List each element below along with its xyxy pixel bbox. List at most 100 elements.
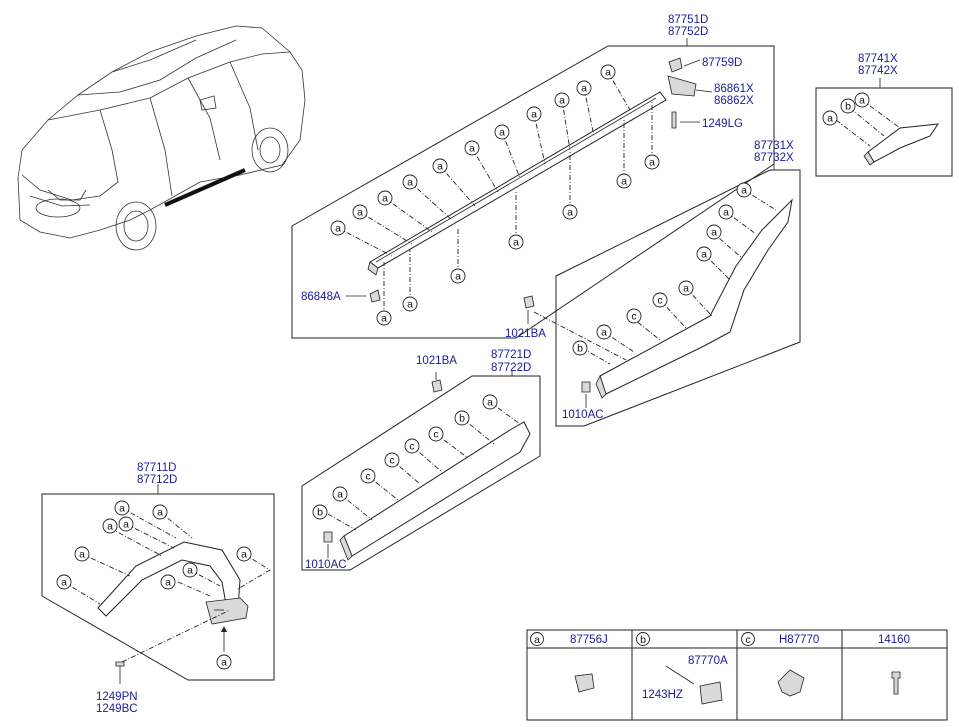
marker-circle-a: [736, 182, 752, 198]
marker-letter-a: a: [407, 177, 413, 189]
label-87721D: 87721D: [491, 349, 531, 361]
marker-letter-c: c: [409, 441, 414, 453]
marker-circle-a: [216, 654, 232, 670]
front-arch-group: [41, 484, 275, 684]
marker-circle-a: [102, 518, 118, 534]
marker-letter-c: c: [433, 429, 438, 441]
label-1021BA-rear: 1021BA: [505, 328, 546, 340]
marker-letter-c: c: [365, 471, 370, 483]
label-87731X: 87731X: [754, 140, 794, 152]
clip-87770A-icon: [699, 681, 723, 705]
marker-letter-a: a: [701, 249, 707, 261]
marker-letter-c: c: [631, 311, 636, 323]
marker-circle-a: [696, 246, 712, 262]
label-87741X: 87741X: [858, 53, 898, 65]
marker-letter-a: a: [649, 157, 655, 169]
marker-letter-c: c: [657, 295, 662, 307]
marker-letter-a: a: [723, 207, 729, 219]
marker-circle-a: [114, 500, 130, 516]
marker-letter-b: b: [317, 507, 323, 519]
legend-letter-c: c: [745, 634, 750, 646]
marker-circle-a: [236, 546, 252, 562]
vehicle-illustration: [17, 25, 306, 251]
marker-circle-a: [74, 546, 90, 562]
clip-H87770-icon: [777, 669, 805, 697]
marker-circle-b: [572, 340, 588, 356]
marker-letter-c: c: [389, 455, 394, 467]
marker-letter-a: a: [241, 549, 247, 561]
marker-letter-b: b: [577, 343, 583, 355]
legend-letter-b: b: [640, 634, 646, 646]
marker-circle-c: [626, 308, 642, 324]
marker-circle-a: [118, 516, 134, 532]
label-86862X: 86862X: [714, 95, 754, 107]
marker-circle-a: [330, 220, 346, 236]
label-1010AC-front: 1010AC: [305, 559, 347, 571]
rivet-14160-icon: [891, 671, 901, 695]
marker-circle-c: [428, 426, 444, 442]
marker-circle-a: [822, 110, 838, 126]
legend-table: [526, 629, 948, 721]
marker-circle-a: [450, 268, 466, 284]
marker-letter-a: a: [357, 207, 363, 219]
marker-circle-c: [404, 438, 420, 454]
legend-part-87756J: 87756J: [570, 634, 608, 646]
marker-circle-a: [56, 574, 72, 590]
marker-circle-b: [840, 98, 856, 114]
rear-extension-group: [815, 78, 953, 177]
marker-letter-a: a: [567, 207, 573, 219]
marker-letter-a: a: [605, 67, 611, 79]
marker-circle-a: [718, 204, 734, 220]
marker-circle-a: [182, 562, 198, 578]
marker-letter-b: b: [845, 101, 851, 113]
marker-circle-a: [432, 158, 448, 174]
marker-letter-a: a: [455, 271, 461, 283]
marker-letter-b: b: [459, 413, 465, 425]
marker-circle-c: [384, 452, 400, 468]
legend-part-1243HZ: 1243HZ: [642, 689, 683, 701]
marker-letter-a: a: [107, 521, 113, 533]
legend-letters: a b c: [530, 632, 755, 646]
marker-circle-a: [706, 224, 722, 240]
marker-letter-a: a: [165, 577, 171, 589]
marker-letter-a: a: [859, 95, 865, 107]
label-1249BC: 1249BC: [96, 703, 138, 715]
marker-circle-a: [678, 280, 694, 296]
marker-circle-a: [600, 64, 616, 80]
marker-letter-a: a: [827, 113, 833, 125]
label-1249LG: 1249LG: [702, 118, 743, 130]
legend-part-87770A: 87770A: [688, 655, 728, 667]
marker-circle-a: [596, 324, 612, 340]
marker-circle-a: [402, 296, 418, 312]
marker-letter-a: a: [407, 299, 413, 311]
label-87712D: 87712D: [137, 474, 177, 486]
marker-letter-a: a: [683, 283, 689, 295]
marker-letter-a: a: [337, 489, 343, 501]
label-86848A: 86848A: [301, 291, 341, 303]
marker-letter-a: a: [79, 549, 85, 561]
marker-circle-a: [402, 174, 418, 190]
label-87752D: 87752D: [668, 26, 708, 38]
marker-circle-a: [376, 310, 392, 326]
marker-circle-a: [332, 486, 348, 502]
label-1010AC-rear: 1010AC: [562, 409, 604, 421]
label-87742X: 87742X: [858, 65, 898, 77]
label-1249PN: 1249PN: [96, 691, 138, 703]
marker-circle-a: [576, 80, 592, 96]
marker-circle-a: [377, 190, 393, 206]
clip-87756J-icon: [574, 673, 595, 693]
label-87751D: 87751D: [668, 14, 708, 26]
legend-part-H87770: H87770: [779, 634, 819, 646]
label-87722D: 87722D: [491, 362, 531, 374]
marker-circle-a: [616, 173, 632, 189]
marker-letter-a: a: [581, 83, 587, 95]
marker-circle-a: [554, 92, 570, 108]
marker-letter-a: a: [381, 313, 387, 325]
marker-circle-a: [482, 394, 498, 410]
marker-letter-a: a: [221, 657, 227, 669]
marker-letter-a: a: [487, 397, 493, 409]
marker-circle-c: [652, 292, 668, 308]
marker-letter-a: a: [382, 193, 388, 205]
marker-letter-a: a: [437, 161, 443, 173]
